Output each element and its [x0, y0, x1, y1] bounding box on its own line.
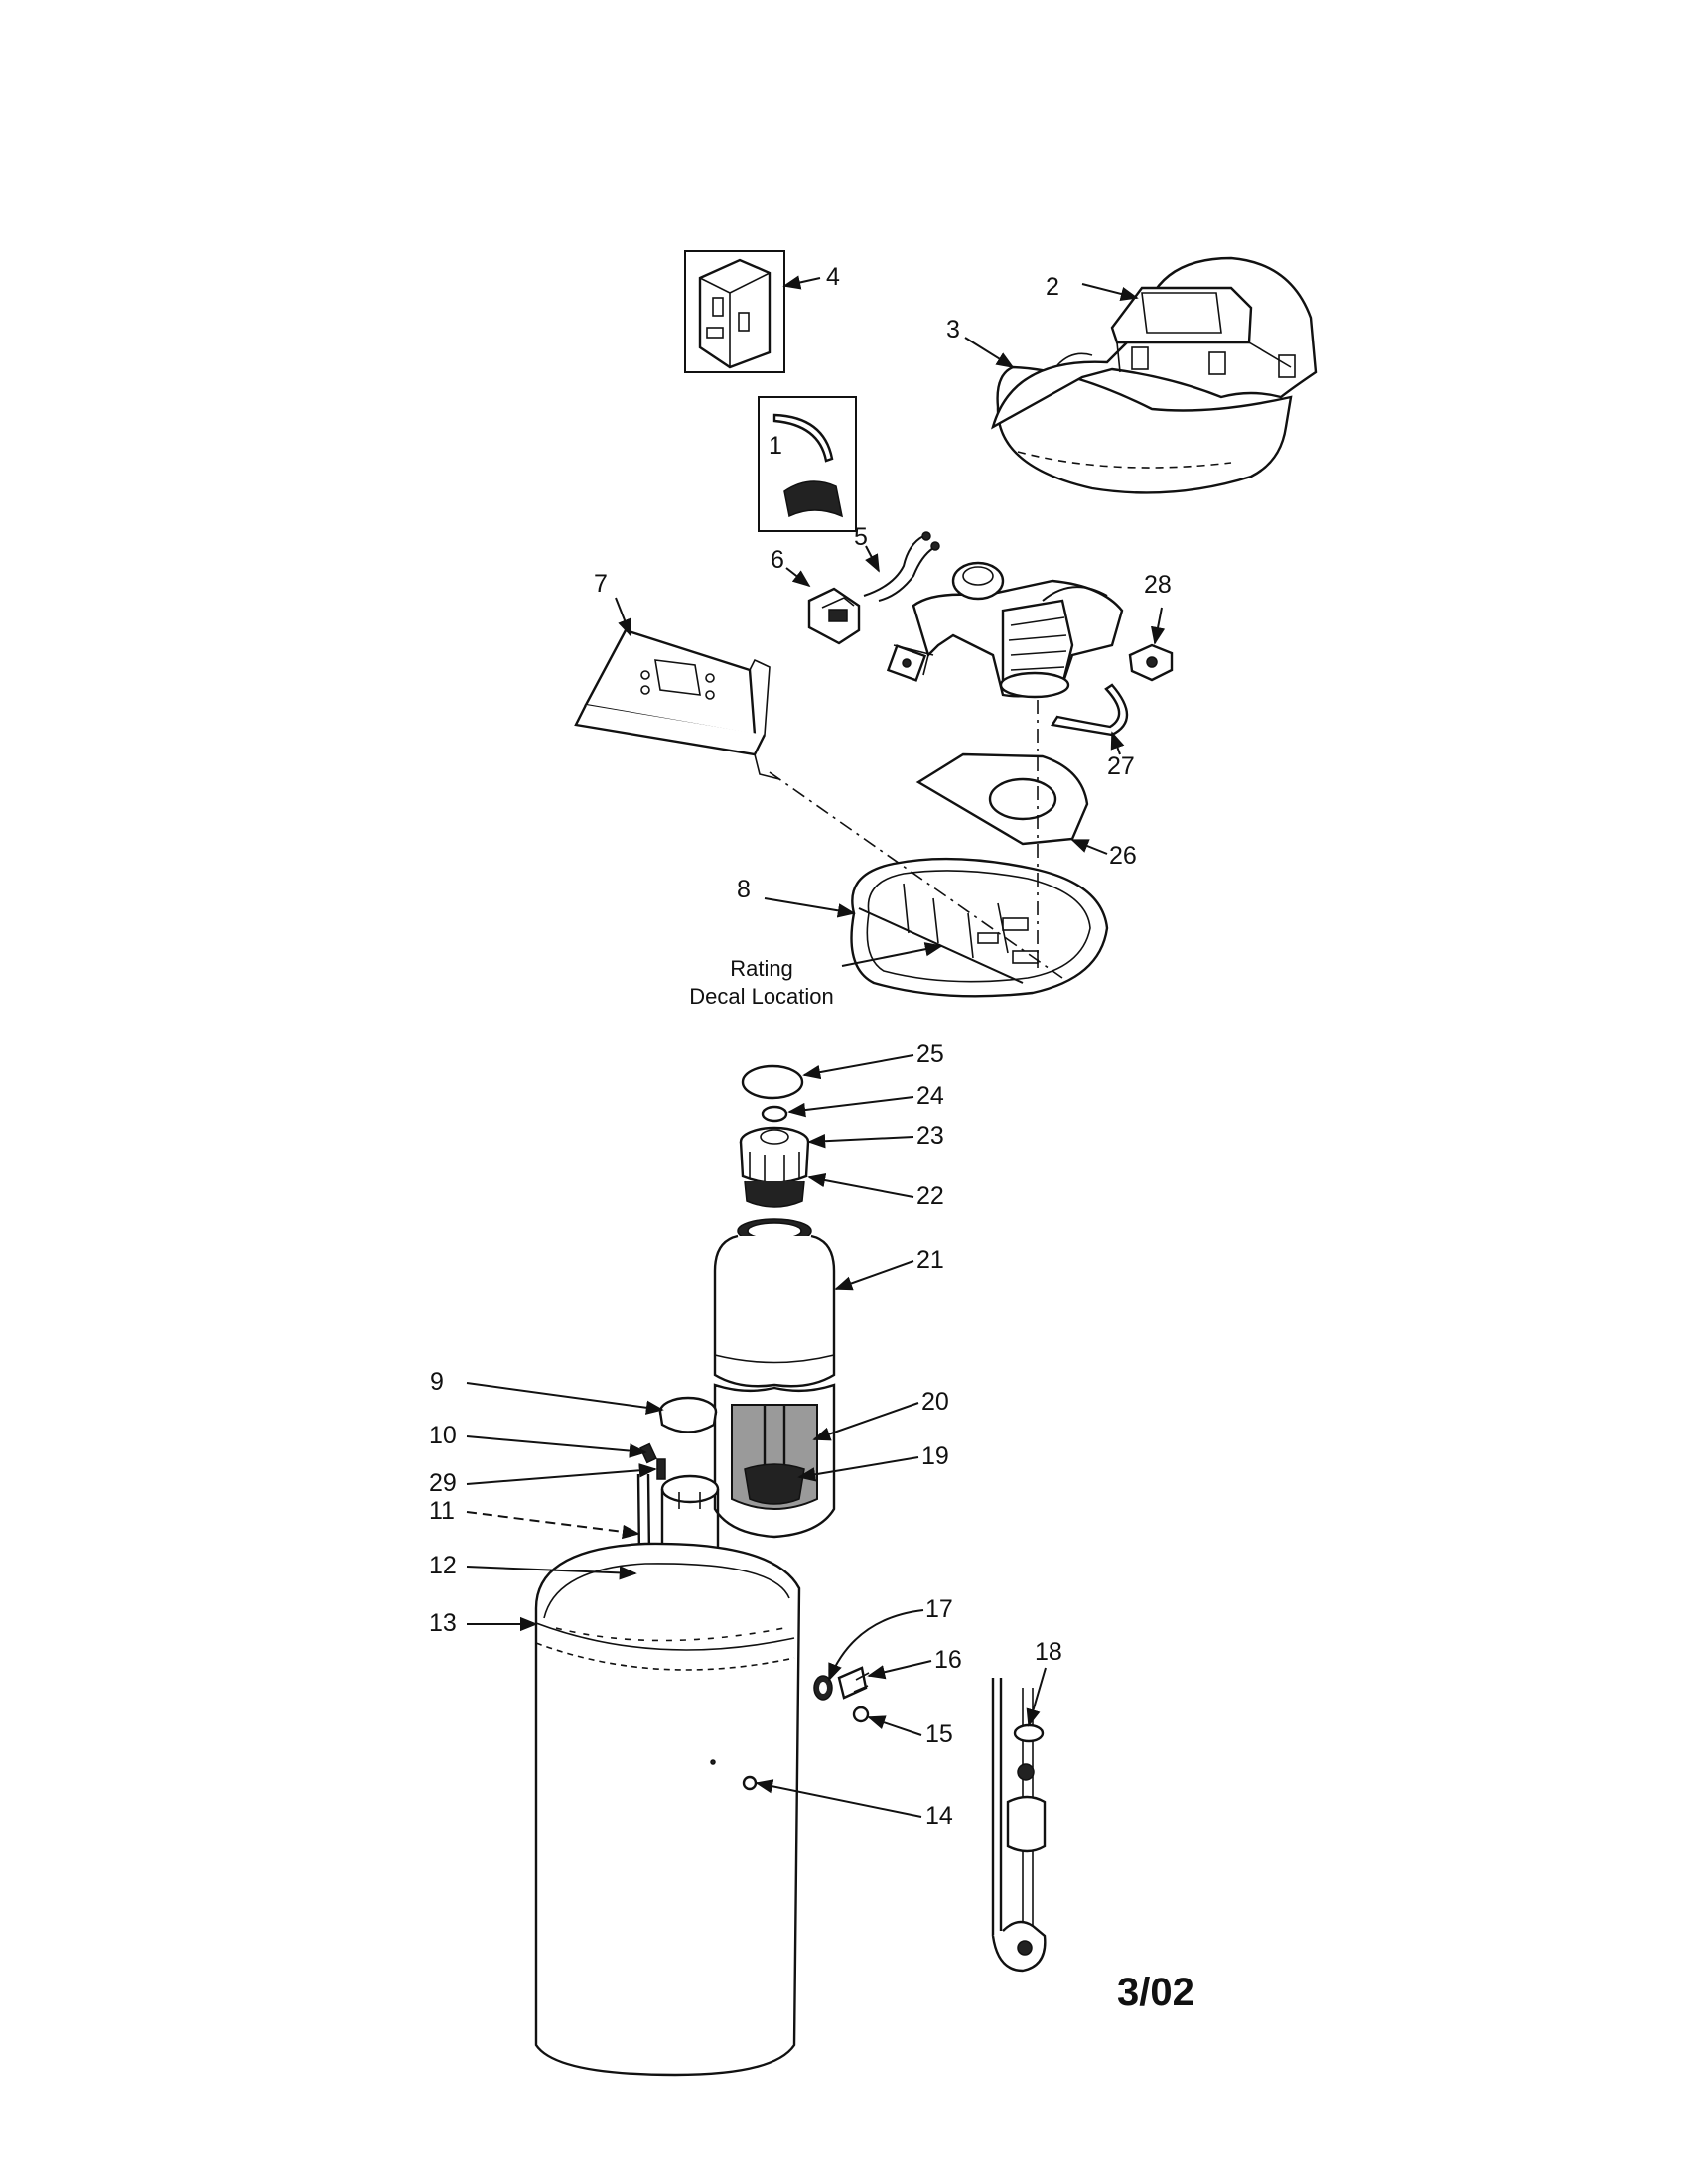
callout-20: 20 [921, 1388, 949, 1416]
part-19-20-media-chamber [713, 1383, 836, 1539]
part-27-strap [1051, 683, 1129, 737]
callout-4: 4 [826, 263, 840, 291]
callout-19: 19 [921, 1442, 949, 1470]
callout-27: 27 [1107, 752, 1135, 780]
callout-15: 15 [925, 1720, 953, 1748]
callout-11: 11 [429, 1497, 455, 1525]
date-code: 3/02 [1117, 1971, 1194, 2014]
callout-1: 1 [769, 432, 782, 460]
callout-5: 5 [854, 523, 868, 551]
part-18-float-assembly [991, 1678, 1047, 1973]
part-6-sensor [807, 587, 861, 645]
part-22-23-valve-adapter [739, 1126, 810, 1208]
callout-18: 18 [1035, 1638, 1062, 1666]
callout-28: 28 [1144, 571, 1172, 599]
decal-note-line-2: Decal Location [689, 984, 834, 1009]
callout-23: 23 [916, 1122, 944, 1150]
callout-22: 22 [916, 1182, 944, 1210]
part-15-16-17-overflow [813, 1666, 870, 1723]
callout-29: 29 [429, 1469, 457, 1497]
callout-17: 17 [925, 1595, 953, 1623]
callout-2: 2 [1046, 273, 1059, 301]
part-21-bottle [713, 1218, 836, 1388]
callout-6: 6 [771, 546, 784, 574]
callout-3: 3 [946, 316, 960, 343]
part-26-gasket [915, 752, 1089, 846]
callout-14: 14 [925, 1802, 953, 1830]
part-28-switch [1128, 643, 1174, 682]
part-9-cap [658, 1396, 718, 1433]
callout-numbers: 4 2 3 1 5 6 7 28 27 26 8 25 24 23 22 21 … [429, 263, 1172, 1830]
callout-21: 21 [916, 1246, 944, 1274]
part-24-o-ring [761, 1105, 788, 1123]
callout-10: 10 [429, 1422, 457, 1449]
leader-lines [466, 275, 1166, 1818]
part-5-wire-harness [863, 531, 940, 602]
part-8-housing-ring [850, 857, 1109, 998]
callout-8: 8 [737, 876, 751, 903]
callout-24: 24 [916, 1082, 944, 1110]
callout-26: 26 [1109, 842, 1137, 870]
part-7-panel-bracket [574, 628, 780, 780]
alignment-line-panel [769, 771, 1063, 979]
part-2-3-covers [991, 256, 1318, 494]
callout-9: 9 [430, 1368, 444, 1396]
callout-12: 12 [429, 1552, 457, 1579]
part-13-salt-tank [534, 1542, 801, 2077]
decal-note-line-1: Rating [730, 956, 793, 981]
motor-timer-assembly [886, 561, 1124, 699]
callout-16: 16 [934, 1646, 962, 1674]
rating-decal-note: Rating Decal Location [689, 956, 834, 1009]
callout-25: 25 [916, 1040, 944, 1068]
part-1-clip-and-pad [758, 396, 857, 532]
part-4-transformer [684, 250, 785, 373]
callout-13: 13 [429, 1609, 457, 1637]
part-25-o-ring [741, 1064, 804, 1100]
callout-7: 7 [594, 570, 608, 598]
part-10-29-fittings [639, 1442, 666, 1480]
